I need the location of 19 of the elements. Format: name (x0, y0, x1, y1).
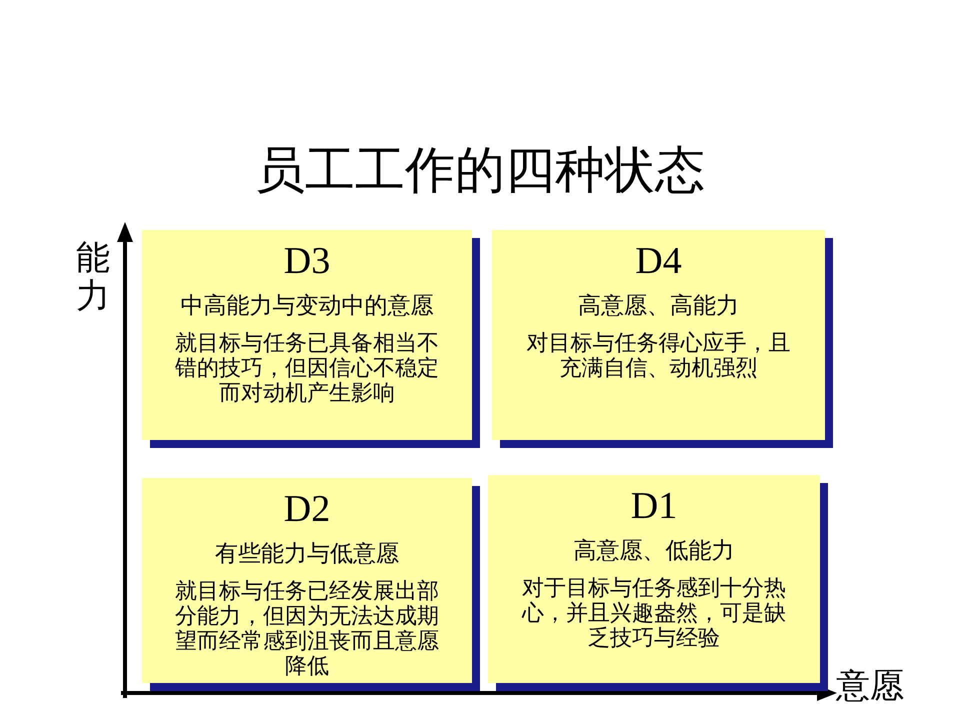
quadrant-card (492, 230, 825, 440)
quadrant-card (142, 478, 472, 683)
quadrant-code: D4 (635, 239, 682, 284)
quadrant-heading: 中高能力与变动中的意愿 (180, 292, 434, 320)
quadrant-description: 就目标与任务已经发展出部分能力，但因为无法达成期望而经常感到沮丧而且意愿降低 (174, 578, 440, 678)
quadrant-description: 对于目标与任务感到十分热心，并且兴趣盎然，可是缺乏技巧与经验 (520, 575, 787, 650)
x-axis-label: 意愿 (836, 668, 904, 706)
quadrant-description: 对目标与任务得心应手，且充满自信、动机强烈 (526, 330, 792, 380)
quadrant-heading: 高意愿、低能力 (572, 537, 736, 565)
quadrant-code: D1 (630, 484, 678, 529)
quadrant-heading: 高意愿、高能力 (577, 292, 740, 320)
quadrant-description: 就目标与任务已具备相当不错的技巧，但因信心不稳定而对动机产生影响 (174, 330, 440, 405)
quadrant-heading: 有些能力与低意愿 (214, 540, 400, 568)
title: 员工工作的四种状态 (254, 141, 706, 200)
y-axis-label: 能力 (76, 240, 111, 316)
quadrant-card (488, 475, 820, 683)
quadrant-code: D3 (284, 239, 330, 284)
quadrant-code: D2 (284, 487, 330, 532)
quadrant-card (142, 230, 472, 440)
